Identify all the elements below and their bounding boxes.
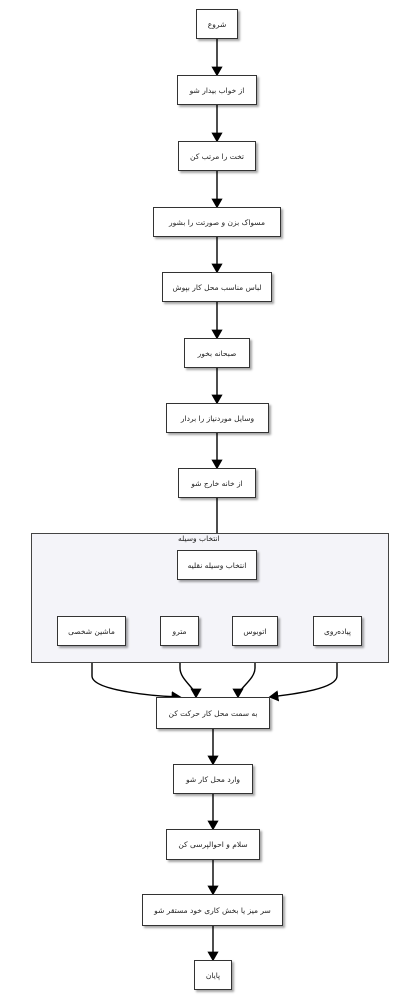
node-personal-car: ماشین شخصی [57,616,126,646]
edge-bus-go [232,646,256,699]
node-metro: مترو [160,616,199,646]
node-choose-transport: انتخاب وسیله نقلیه [177,550,257,580]
node-breakfast: صبحانه بخور [184,338,250,368]
node-wake-up: از خواب بیدار شو [177,75,257,105]
edge-walk-go [268,646,338,702]
node-enter-workplace: وارد محل کار شو [173,764,253,794]
node-go-to-work: به سمت محل کار حرکت کن [156,697,270,729]
node-make-bed: تخت را مرتب کن [178,141,256,171]
node-take-items: وسایل موردنیاز را بردار [166,403,269,433]
node-settle-at-desk: سر میز یا بخش کاری خود مستقر شو [142,894,283,926]
transport-group-label: انتخاب وسیله [178,534,220,543]
node-start: شروع [196,9,238,39]
node-bus: اتوبوس [232,616,278,646]
node-get-dressed: لباس مناسب محل کار بپوش [162,272,272,302]
node-end: پایان [194,960,232,990]
node-greet: سلام و احوالپرسی کن [166,829,260,860]
edge-car-go [91,646,182,703]
node-walk: پیاده‌روی [313,616,362,646]
node-leave-home: از خانه خارج شو [178,468,256,498]
node-brush-wash: مسواک بزن و صورتت را بشور [153,207,281,237]
edge-metro-go [179,646,202,699]
